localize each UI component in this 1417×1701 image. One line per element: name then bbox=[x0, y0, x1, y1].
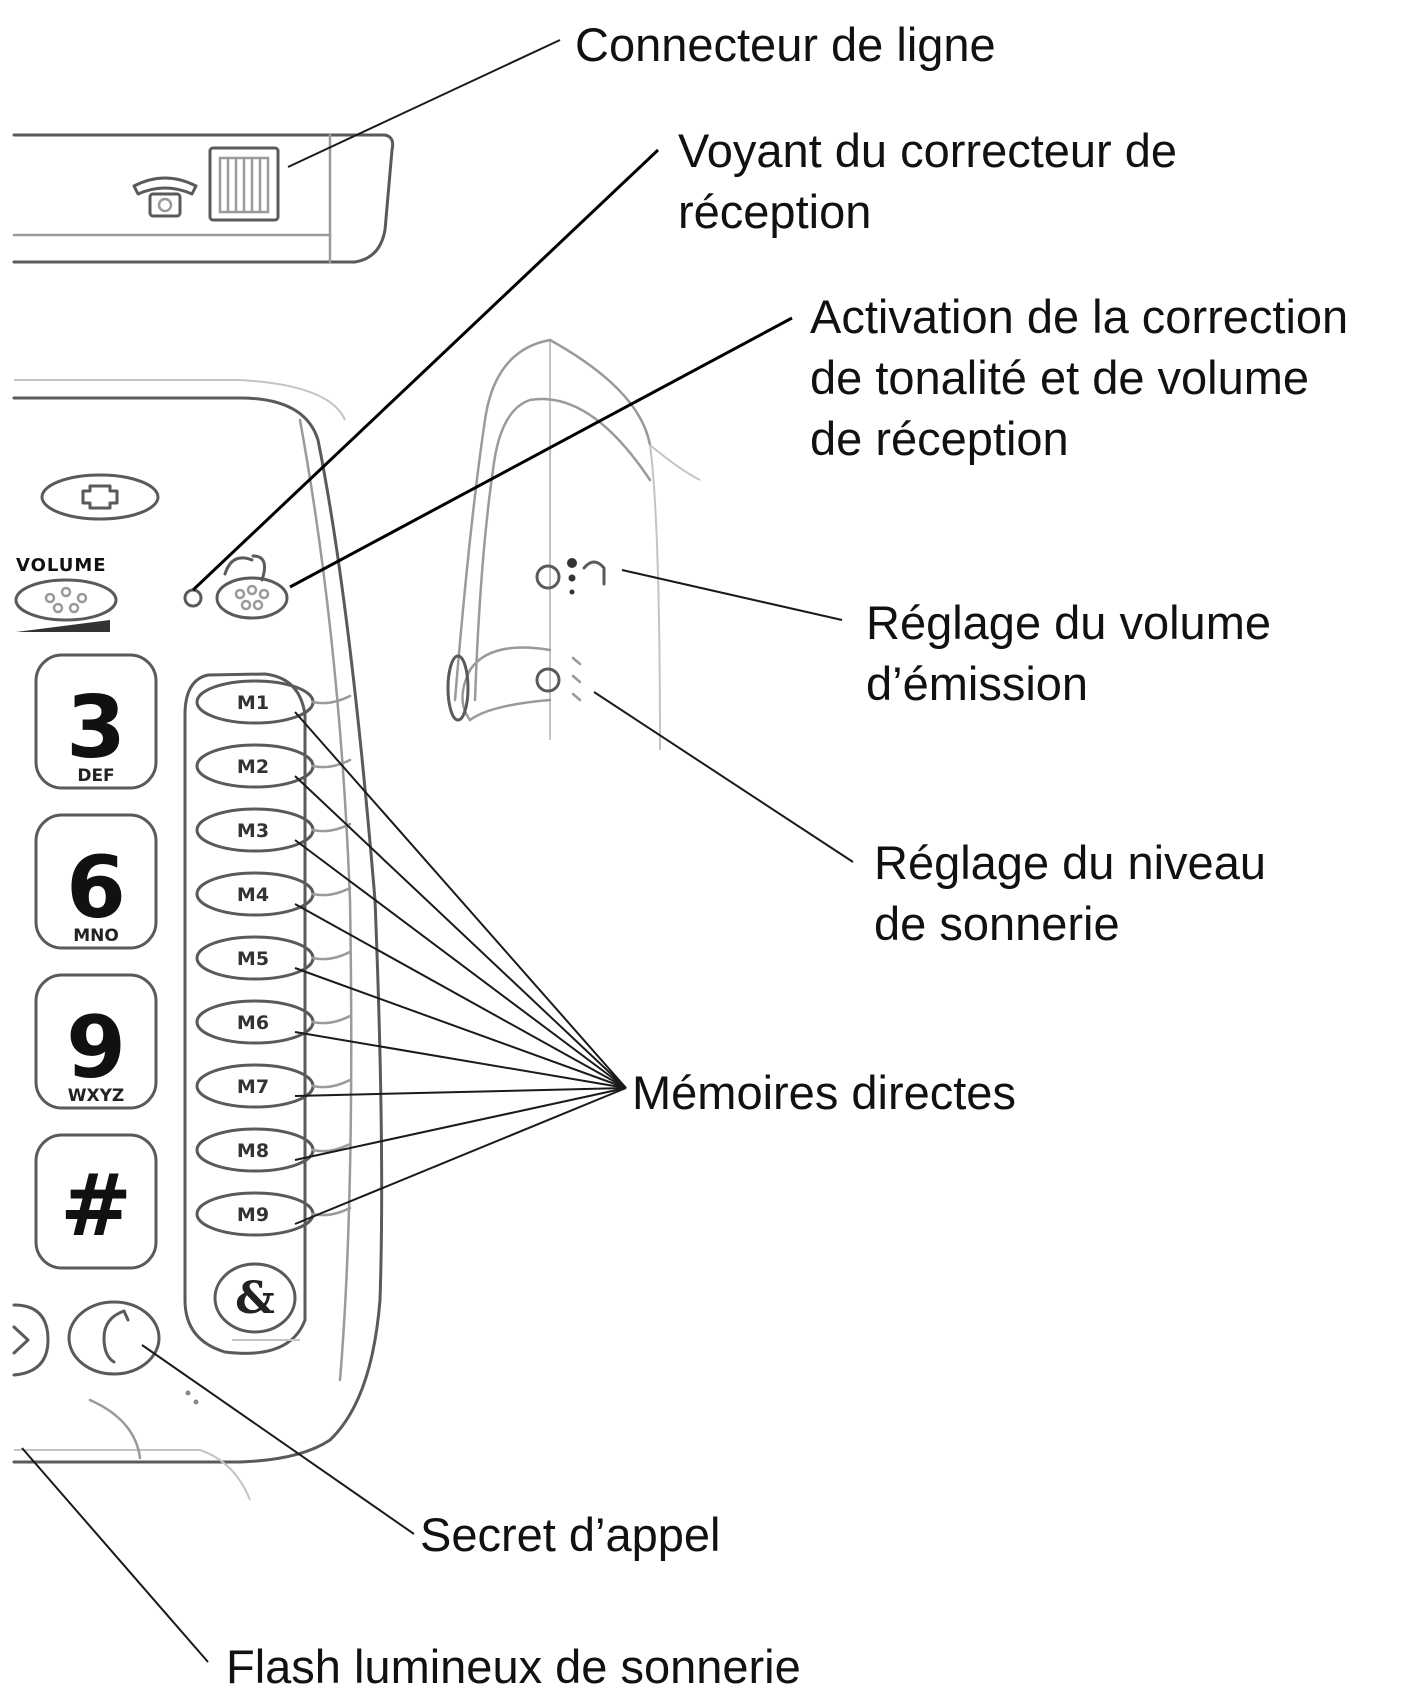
svg-text:&: & bbox=[235, 1273, 275, 1324]
label-direct-memories: Mémoires directes bbox=[632, 1066, 1016, 1119]
label-reception-led: Voyant du correcteur de réception bbox=[678, 124, 1178, 238]
leader-memory-m1 bbox=[294, 711, 627, 1089]
label-ring-flash: Flash lumineux de sonnerie bbox=[226, 1640, 801, 1693]
memory-button-label: M5 bbox=[237, 948, 269, 970]
ringer-level-wheel bbox=[535, 656, 582, 702]
memory-button-m1: M1 bbox=[195, 679, 352, 725]
memory-button-m7: M7 bbox=[195, 1063, 352, 1109]
leader-emission-volume bbox=[621, 569, 843, 621]
memory-panel bbox=[183, 672, 307, 1355]
memory-button-m3: M3 bbox=[195, 807, 352, 853]
bottom-buttons bbox=[12, 1300, 199, 1405]
label-emission-volume: Réglage du volume d’émission bbox=[866, 596, 1271, 710]
memory-button-stem bbox=[311, 886, 352, 897]
volume-label: VOLUME bbox=[16, 555, 107, 576]
emission-volume-wheel bbox=[535, 558, 606, 595]
key-hash bbox=[34, 1133, 158, 1270]
memory-button-stem bbox=[311, 1078, 352, 1089]
leader-memory-m2 bbox=[294, 775, 627, 1089]
label-line-connector: Connecteur de ligne bbox=[575, 18, 996, 71]
keypad: 3 DEF 6 MNO 9 WXYZ # bbox=[34, 653, 158, 1270]
memory-button-label: M3 bbox=[237, 820, 269, 842]
memory-button-label: M9 bbox=[237, 1204, 269, 1226]
label-ringer-level: Réglage du niveau de sonnerie bbox=[874, 836, 1266, 950]
telephone-icon bbox=[132, 176, 198, 218]
leader-ringer-level bbox=[593, 691, 854, 863]
memory-button-m2: M2 bbox=[195, 743, 352, 789]
label-tone-volume-activation: Activation de la correction de tonalité … bbox=[810, 290, 1349, 465]
memory-button-stem bbox=[311, 694, 352, 705]
svg-text:3: 3 bbox=[66, 678, 126, 778]
rear-housing bbox=[12, 133, 395, 264]
call-secrecy-button bbox=[67, 1300, 161, 1376]
leader-memory-m4 bbox=[294, 903, 627, 1089]
memory-button-stem bbox=[311, 758, 352, 769]
memory-button-label: M4 bbox=[237, 884, 269, 906]
key-3 bbox=[34, 653, 158, 790]
svg-text:#: # bbox=[60, 1156, 132, 1256]
leader-memory-m9 bbox=[294, 1087, 627, 1225]
memory-button-m4: M4 bbox=[195, 871, 352, 917]
memory-button-label: M8 bbox=[237, 1140, 269, 1162]
leader-lines bbox=[21, 39, 854, 1663]
memory-button-label: M1 bbox=[237, 692, 269, 714]
key-6 bbox=[34, 813, 158, 950]
memory-button-stem bbox=[311, 822, 352, 833]
memory-button-stem bbox=[311, 950, 352, 961]
leader-reception-led bbox=[191, 148, 660, 592]
leader-memory-m7 bbox=[294, 1087, 627, 1097]
memory-button-m5: M5 bbox=[195, 935, 352, 981]
key-9 bbox=[34, 973, 158, 1110]
leader-memory-m8 bbox=[294, 1087, 627, 1161]
label-call-secrecy: Secret d’appel bbox=[420, 1508, 721, 1561]
leader-ring-flash bbox=[21, 1447, 209, 1663]
leader-memory-m5 bbox=[294, 967, 627, 1089]
memory-button-m8: M8 bbox=[195, 1127, 352, 1173]
memory-button-label: M7 bbox=[237, 1076, 269, 1098]
operator-logo-button: & bbox=[213, 1262, 300, 1341]
leader-activation bbox=[289, 316, 793, 589]
svg-text:9: 9 bbox=[66, 998, 126, 1098]
svg-text:DEF: DEF bbox=[77, 766, 114, 786]
svg-text:6: 6 bbox=[66, 838, 126, 938]
leader-memory-m6 bbox=[294, 1031, 627, 1089]
line-connector-socket bbox=[208, 146, 280, 222]
tone-volume-activation-button bbox=[215, 554, 289, 620]
memory-button-m9: M9 bbox=[195, 1191, 352, 1237]
svg-text:MNO: MNO bbox=[73, 926, 119, 946]
memory-button-label: M6 bbox=[237, 1012, 269, 1034]
leader-memory-m3 bbox=[294, 839, 627, 1089]
memory-button-label: M2 bbox=[237, 756, 269, 778]
memory-button-stem bbox=[311, 1014, 352, 1025]
leader-line-connector bbox=[287, 39, 561, 168]
reception-led bbox=[183, 588, 203, 608]
leader-call-secrecy bbox=[141, 1344, 415, 1535]
memory-button-m6: M6 bbox=[195, 999, 352, 1045]
side-profile bbox=[446, 338, 701, 751]
memory-leader-lines bbox=[294, 711, 627, 1225]
memory-button-stem bbox=[311, 1142, 352, 1153]
phone-body bbox=[12, 379, 384, 1501]
volume-controls: VOLUME bbox=[14, 473, 160, 632]
svg-text:WXYZ: WXYZ bbox=[68, 1086, 125, 1106]
